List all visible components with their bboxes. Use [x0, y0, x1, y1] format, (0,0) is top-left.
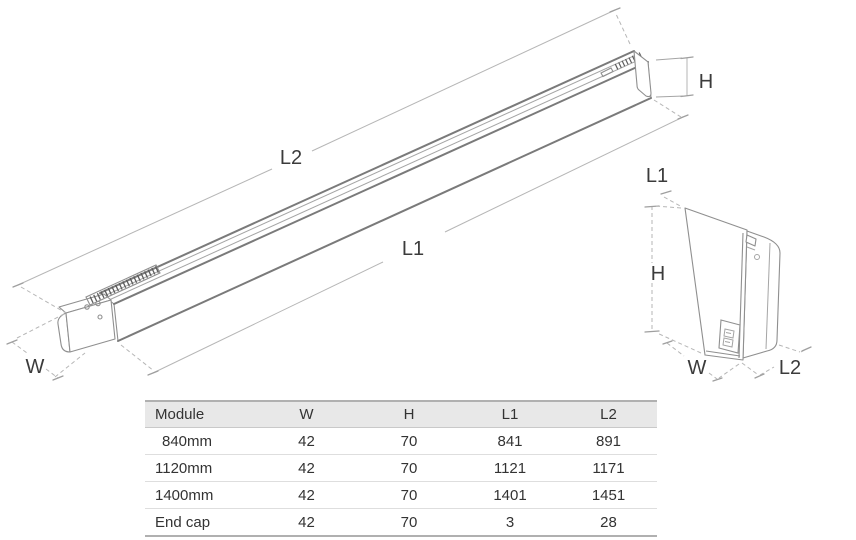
track-connector — [57, 293, 116, 353]
dimension-table: Module W H L1 L2 840mm 42 70 841 891 112… — [145, 400, 657, 537]
dim-l2: L2 — [12, 7, 631, 314]
dim-h: H — [655, 56, 713, 98]
cell-w: 42 — [255, 481, 358, 509]
dim-l1: L1 — [120, 99, 689, 376]
cell-w: 42 — [298, 513, 315, 531]
track-detail-left — [85, 264, 161, 306]
endcap-dim-label-l1: L1 — [646, 165, 668, 187]
col-header-h: H — [358, 401, 460, 428]
col-header-l1: L1 — [460, 401, 560, 428]
dim-w: W — [6, 313, 86, 381]
end-cap-body — [742, 230, 781, 359]
dim-label-h: H — [699, 71, 713, 93]
cell-l2: 28 — [600, 513, 617, 531]
endcap-dim-label-h: H — [651, 263, 665, 285]
cell-h: 70 — [358, 481, 460, 509]
cell-module: 1400mm — [145, 481, 255, 509]
table-row: 1400mm 42 70 1401 1451 — [145, 481, 657, 509]
main-view-dimensions: L2 L1 H — [6, 7, 713, 381]
col-header-l2: L2 — [560, 401, 657, 428]
dim-label-l1: L1 — [402, 238, 424, 260]
cell-module: 1120mm — [145, 454, 255, 482]
dim-label-l2: L2 — [280, 147, 302, 169]
cell-l1: 1121 — [460, 454, 560, 482]
cell-l2: 891 — [560, 427, 657, 455]
cell-h: 70 — [358, 427, 460, 455]
col-header-w: W — [255, 401, 358, 428]
end-cap-view: L1 H W — [644, 165, 812, 382]
luminaire-end-face — [633, 50, 652, 98]
dimension-drawing: L2 L1 H — [6, 7, 812, 382]
table-row: 840mm 42 70 841 891 — [145, 427, 657, 455]
luminaire-front-face — [113, 61, 652, 342]
col-header-module: Module — [145, 401, 255, 428]
table-header-row: Module W H L1 L2 — [145, 401, 657, 428]
end-cap-clip-tab — [745, 234, 757, 247]
cell-w: 42 — [255, 454, 358, 482]
cell-l1: 841 — [460, 427, 560, 455]
cell-l2: 1171 — [560, 454, 657, 482]
cell-w: 42 — [255, 427, 358, 455]
table-row: End cap 42 70 3 28 — [145, 509, 657, 537]
cell-l2: 1451 — [560, 481, 657, 509]
cell-module: 840mm — [145, 427, 255, 455]
end-cap-sticker — [718, 319, 741, 354]
cell-h: 70 — [358, 454, 460, 482]
endcap-dim-label-l2: L2 — [779, 357, 801, 379]
end-cap-plate — [684, 207, 748, 361]
cell-h: 70 — [400, 513, 418, 531]
table-row: 1120mm 42 70 1121 1171 — [145, 454, 657, 482]
main-luminaire-view — [57, 50, 652, 353]
endcap-dim-label-w: W — [688, 357, 707, 379]
cell-l1: 3 — [505, 513, 515, 531]
dim-label-w: W — [26, 356, 45, 378]
cell-l1: 1401 — [460, 481, 560, 509]
cell-module: End cap — [155, 513, 211, 531]
end-cap-dimensions: L1 H W — [644, 165, 812, 382]
